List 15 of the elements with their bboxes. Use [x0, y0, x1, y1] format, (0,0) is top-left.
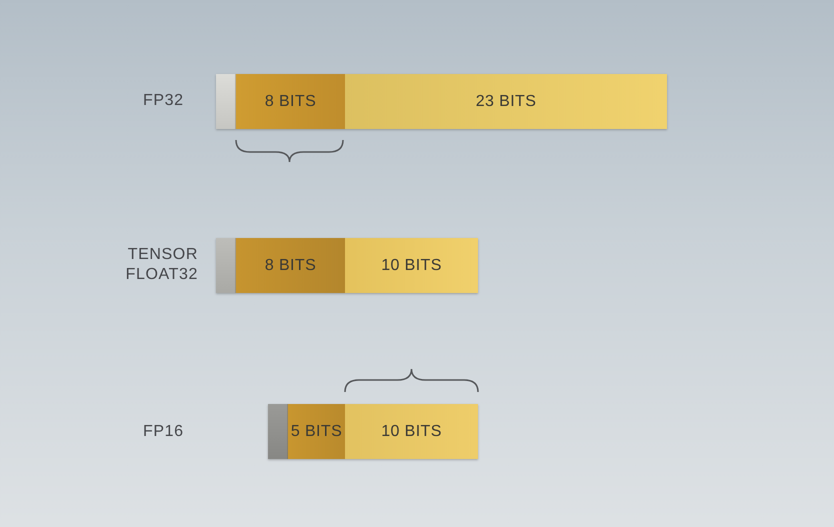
format-label: FP32 [143, 91, 185, 111]
sign-bit-segment [216, 238, 236, 293]
bit-field-bar [216, 74, 667, 129]
exponent-segment: 5 BITS [288, 404, 345, 459]
sign-bit-segment [268, 404, 288, 459]
mantissa-segment: 10 BITS [345, 404, 478, 459]
exponent-segment: 8 BITS [236, 238, 345, 293]
mantissa-segment: 23 BITS [345, 74, 667, 129]
mantissa-segment: 10 BITS [345, 238, 478, 293]
exponent-segment: 8 BITS [236, 74, 345, 129]
format-label: TENSOR FLOAT32 [124, 245, 198, 285]
format-label: FP16 [143, 422, 185, 442]
sign-bit-segment [216, 74, 236, 129]
bit-field-bar [268, 404, 478, 459]
bit-field-bar [216, 238, 478, 293]
